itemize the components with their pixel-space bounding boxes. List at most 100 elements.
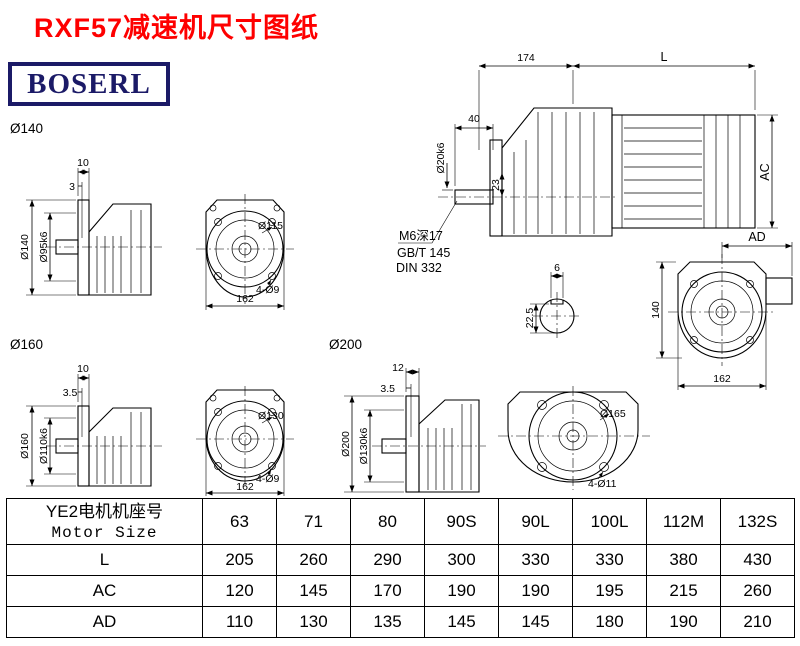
- dim-label-circle: Ø115: [258, 220, 283, 232]
- table-cell: 190: [646, 606, 721, 638]
- dim-label-spigot: Ø95k6: [38, 231, 50, 262]
- header-cn: YE2电机机座号: [45, 501, 164, 521]
- dim-label-shaft-dia: Ø20k6: [435, 142, 447, 173]
- table-cell: 110: [202, 606, 277, 638]
- table-cell: 330: [498, 544, 573, 576]
- dim-label-outer: Ø140: [19, 234, 31, 260]
- table-cell: 260: [720, 575, 795, 607]
- dim-label-outer: Ø160: [19, 433, 31, 459]
- dim-label-174: 174: [517, 52, 535, 64]
- motor-size-100L: 100L: [572, 498, 647, 545]
- view-label-flange160: Ø160: [10, 337, 43, 352]
- dim-label-width: 12: [392, 362, 404, 374]
- table-cell: 300: [424, 544, 499, 576]
- dim-label-spigot: Ø130k6: [358, 427, 370, 464]
- dim-label-40: 40: [468, 113, 480, 125]
- dim-label-key-depth: 22.5: [524, 308, 536, 329]
- dim-label-width: 10: [77, 157, 89, 169]
- note-din332: DIN 332: [396, 261, 442, 275]
- flange200-front-geometry: [498, 386, 650, 490]
- table-cell: 210: [720, 606, 795, 638]
- dim-label-AC: AC: [758, 163, 772, 180]
- view-key-detail: 6 22.5: [524, 262, 581, 340]
- dim-label-key-width: 6: [554, 262, 560, 274]
- boserl-logo: BOSERL: [8, 62, 170, 106]
- table-cell: 190: [498, 575, 573, 607]
- motor-size-90L: 90L: [498, 498, 573, 545]
- motor-size-112M: 112M: [646, 498, 721, 545]
- view-flange140-side: Ø140: [10, 121, 162, 296]
- view-label-flange140: Ø140: [10, 121, 43, 136]
- table-cell: 180: [572, 606, 647, 638]
- row-label-AC: AC: [6, 575, 203, 607]
- dim-label-circle: Ø165: [600, 408, 626, 420]
- table-cell: 145: [276, 575, 351, 607]
- dimension-table: YE2电机机座号 Motor Size 63 71 80 90S 90L 100…: [6, 498, 795, 638]
- flange140-front-geometry: [196, 194, 294, 310]
- dim-label-140: 140: [650, 301, 662, 319]
- table-cell: 215: [646, 575, 721, 607]
- output-front-geometry: [656, 242, 793, 390]
- table-cell: 195: [572, 575, 647, 607]
- dim-label-step: 3: [69, 181, 75, 193]
- table-row-AC: AC 120 145 170 190 190 195 215 260: [6, 575, 795, 607]
- dim-label-spigot: Ø110k6: [38, 428, 50, 464]
- table-header-row: YE2电机机座号 Motor Size 63 71 80 90S 90L 100…: [6, 498, 795, 545]
- table-cell: 130: [276, 606, 351, 638]
- flange160-side-geometry: [26, 374, 162, 487]
- motor-size-63: 63: [202, 498, 277, 545]
- dim-label-circle: Ø130: [258, 410, 284, 422]
- table-cell: 205: [202, 544, 277, 576]
- dim-label-width: 162: [236, 293, 254, 305]
- dim-label-162: 162: [713, 373, 731, 385]
- motor-size-header-cell: YE2电机机座号 Motor Size: [6, 498, 203, 545]
- dim-label-width: 162: [236, 481, 254, 493]
- note-tapped-hole: M6深17: [399, 229, 443, 243]
- view-output-front: AD 140 162: [650, 230, 793, 390]
- motor-size-132S: 132S: [720, 498, 795, 545]
- view-flange160-side: Ø160: [10, 337, 162, 487]
- table-cell: 170: [350, 575, 425, 607]
- main-assembly-geometry: [398, 63, 778, 244]
- table-cell: 145: [498, 606, 573, 638]
- dim-label-L: L: [661, 50, 668, 64]
- logo-text: BOSERL: [27, 67, 151, 100]
- dim-label-AD: AD: [748, 230, 765, 244]
- dim-label-outer: Ø200: [340, 431, 352, 457]
- table-cell: 145: [424, 606, 499, 638]
- table-cell: 260: [276, 544, 351, 576]
- motor-size-90S: 90S: [424, 498, 499, 545]
- table-cell: 120: [202, 575, 277, 607]
- flange200-side-geometry: [344, 368, 486, 493]
- dim-label-holes: 4-Ø9: [256, 284, 280, 296]
- header-en: Motor Size: [51, 523, 158, 542]
- view-flange140-front: Ø115 4-Ø9 162: [196, 194, 294, 310]
- dim-label-hub: 23: [490, 179, 502, 191]
- table-row-L: L 205 260 290 300 330 330 380 430: [6, 544, 795, 576]
- table-cell: 190: [424, 575, 499, 607]
- dim-label-holes: 4-Ø9: [256, 473, 280, 485]
- motor-size-71: 71: [276, 498, 351, 545]
- view-flange160-front: Ø130 4-Ø9 162: [196, 386, 294, 496]
- row-label-AD: AD: [6, 606, 203, 638]
- table-row-AD: AD 110 130 135 145 145 180 190 210: [6, 606, 795, 638]
- dim-label-width: 10: [77, 363, 89, 375]
- note-gbt145: GB/T 145: [397, 246, 450, 260]
- table-cell: 290: [350, 544, 425, 576]
- row-label-L: L: [6, 544, 203, 576]
- table-cell: 430: [720, 544, 795, 576]
- table-cell: 380: [646, 544, 721, 576]
- view-main-assembly: 174 L 40 Ø20k6 23 AC M6深17 GB/T 145 DIN …: [396, 50, 778, 275]
- page-title: RXF57减速机尺寸图纸: [34, 13, 320, 43]
- key-detail-geometry: [530, 272, 581, 340]
- view-flange200-side: Ø200: [329, 337, 486, 493]
- flange160-front-geometry: [196, 386, 294, 496]
- table-cell: 135: [350, 606, 425, 638]
- view-label-flange200: Ø200: [329, 337, 362, 352]
- flange140-side-geometry: [26, 168, 162, 296]
- motor-size-80: 80: [350, 498, 425, 545]
- dim-label-step: 3.5: [380, 383, 395, 395]
- table-cell: 330: [572, 544, 647, 576]
